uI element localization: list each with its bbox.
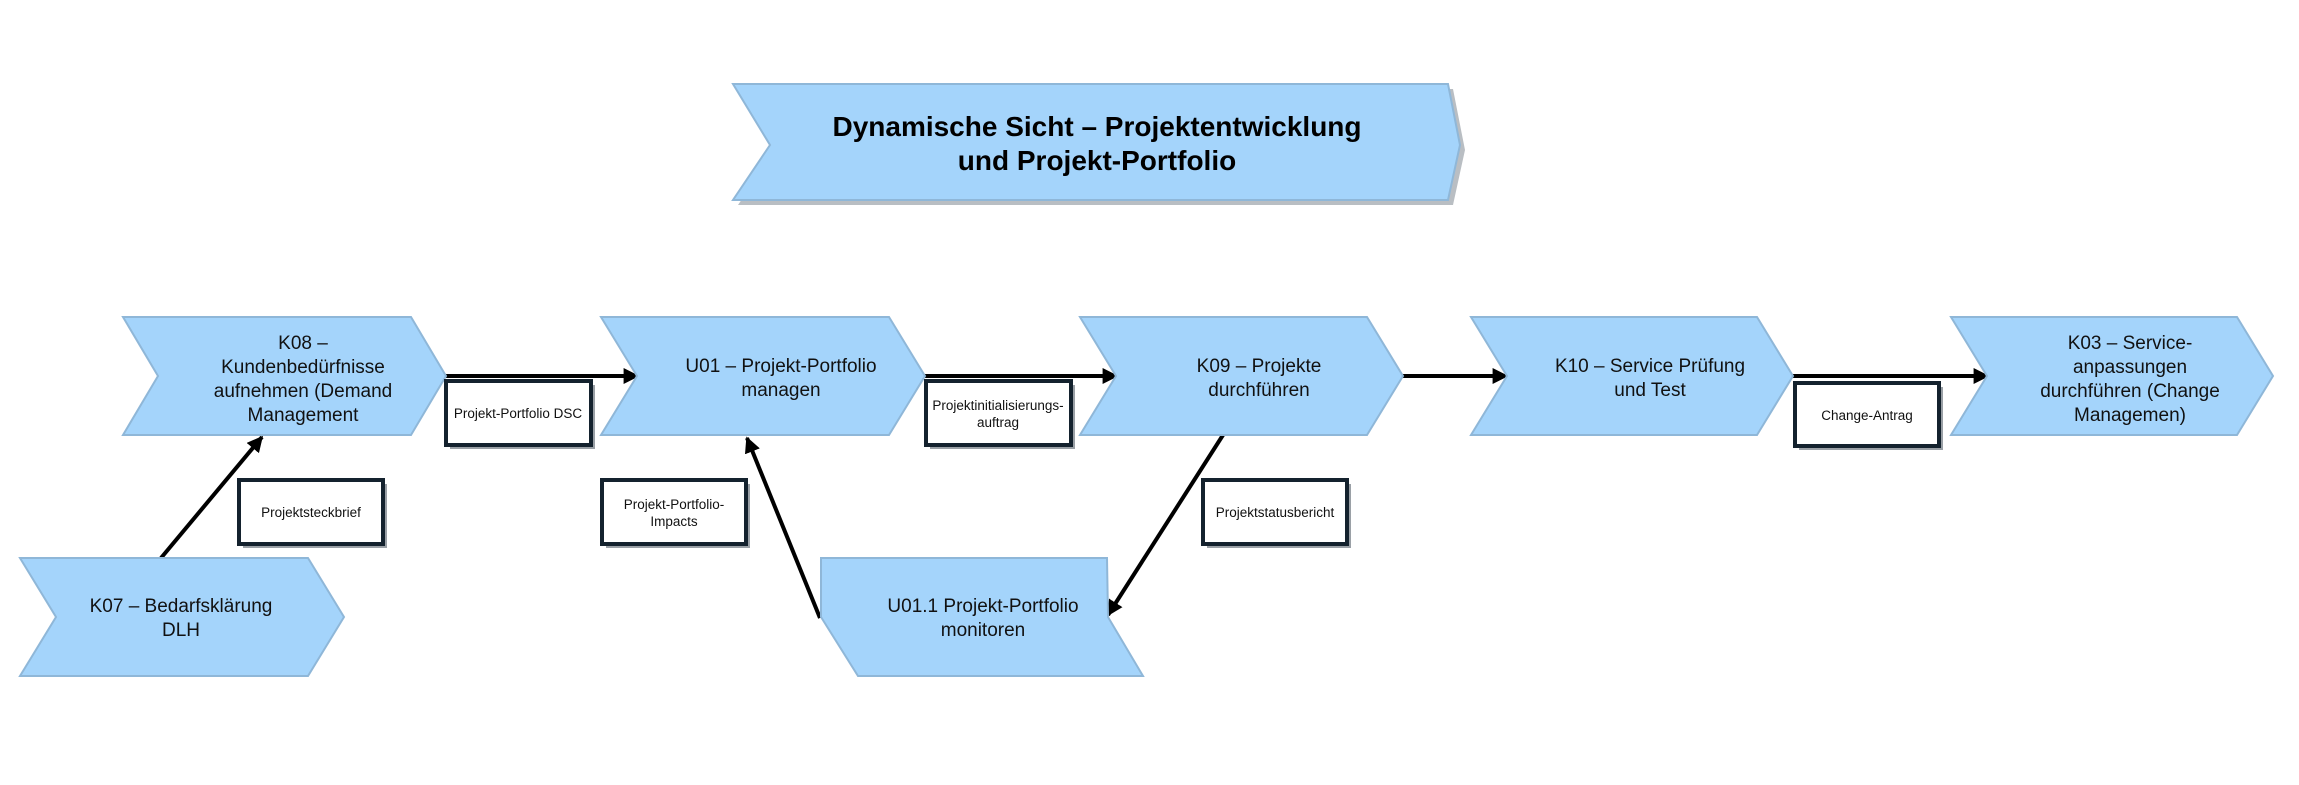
- connectors: [159, 368, 1990, 619]
- connector-k07-k08: [159, 435, 264, 560]
- document-portfolio-dsc: Projekt-Portfolio DSC: [444, 379, 595, 449]
- process-k08-line-2: Kundenbedürfnisse: [221, 357, 385, 378]
- svg-text:U01.1 Projekt-Portfolio: U01.1 Projekt-Portfolio: [887, 596, 1078, 617]
- svg-text:Managemen): Managemen): [2074, 405, 2186, 426]
- svg-text:Management: Management: [248, 405, 360, 426]
- process-u01-line-1: U01 – Projekt-Portfolio: [685, 356, 876, 377]
- svg-text:monitoren: monitoren: [941, 620, 1026, 641]
- svg-text:Dynamische Sicht – Projektentw: Dynamische Sicht – Projektentwicklung: [832, 111, 1361, 142]
- document-steckbrief-line-1: Projektsteckbrief: [261, 505, 361, 520]
- svg-text:und Test: und Test: [1614, 380, 1686, 401]
- process-k07-line-1: K07 – Bedarfsklärung: [90, 596, 273, 617]
- connector-k09-u011: [1106, 433, 1225, 617]
- document-steckbrief: Projektsteckbrief: [237, 478, 387, 548]
- process-k07: K07 – Bedarfsklärung DLH: [18, 557, 346, 677]
- svg-text:K10 – Service Prüfung: K10 – Service Prüfung: [1555, 356, 1745, 377]
- svg-text:managen: managen: [741, 380, 820, 401]
- process-k03: K03 – Service- anpassungen durchführen (…: [1949, 316, 2275, 436]
- process-k03-line-1: K03 – Service-: [2068, 333, 2193, 354]
- svg-text:durchführen: durchführen: [1208, 380, 1309, 401]
- process-k10: K10 – Service Prüfung und Test: [1469, 316, 1795, 436]
- svg-text:und Projekt-Portfolio: und Projekt-Portfolio: [958, 145, 1236, 176]
- document-impacts-line-2: Impacts: [650, 514, 698, 529]
- document-portfolio-dsc-line-1: Projekt-Portfolio DSC: [454, 406, 583, 421]
- svg-text:Change-Antrag: Change-Antrag: [1821, 408, 1913, 423]
- process-k08-line-1: K08 –: [278, 333, 328, 354]
- title-line-2: und Projekt-Portfolio: [958, 145, 1236, 176]
- document-change-antrag-line-1: Change-Antrag: [1821, 408, 1913, 423]
- process-k10-line-2: und Test: [1614, 380, 1686, 401]
- document-impacts-line-1: Projekt-Portfolio-: [624, 497, 725, 512]
- process-k09: K09 – Projekte durchführen: [1078, 316, 1405, 436]
- process-k03-line-3: durchführen (Change: [2040, 381, 2220, 402]
- title-line-1: Dynamische Sicht – Projektentwicklung: [832, 111, 1361, 142]
- svg-text:K03 – Service-: K03 – Service-: [2068, 333, 2193, 354]
- document-impacts: Projekt-Portfolio- Impacts: [600, 478, 750, 548]
- process-u011-line-2: monitoren: [941, 620, 1026, 641]
- svg-text:U01 – Projekt-Portfolio: U01 – Projekt-Portfolio: [685, 356, 876, 377]
- svg-text:auftrag: auftrag: [977, 415, 1019, 430]
- process-u01-line-2: managen: [741, 380, 820, 401]
- process-u011-line-1: U01.1 Projekt-Portfolio: [887, 596, 1078, 617]
- svg-text:durchführen (Change: durchführen (Change: [2040, 381, 2220, 402]
- process-k09-line-1: K09 – Projekte: [1197, 356, 1322, 377]
- svg-text:K08 –: K08 –: [278, 333, 328, 354]
- process-u011: U01.1 Projekt-Portfolio monitoren: [820, 557, 1145, 677]
- svg-text:K09 – Projekte: K09 – Projekte: [1197, 356, 1322, 377]
- process-k03-line-2: anpassungen: [2073, 357, 2187, 378]
- svg-text:Projekt-Portfolio-: Projekt-Portfolio-: [624, 497, 725, 512]
- process-k07-line-2: DLH: [162, 620, 200, 641]
- connector-u011-u01: [744, 436, 822, 619]
- svg-text:Projektsteckbrief: Projektsteckbrief: [261, 505, 361, 520]
- svg-text:Kundenbedürfnisse: Kundenbedürfnisse: [221, 357, 385, 378]
- document-statusbericht: Projektstatusbericht: [1201, 478, 1351, 548]
- document-initialisierung: Projektinitialisierungs- auftrag: [924, 379, 1075, 449]
- svg-text:Projekt-Portfolio DSC: Projekt-Portfolio DSC: [454, 406, 583, 421]
- document-initialisierung-line-2: auftrag: [977, 415, 1019, 430]
- svg-text:aufnehmen (Demand: aufnehmen (Demand: [214, 381, 393, 402]
- process-k10-line-1: K10 – Service Prüfung: [1555, 356, 1745, 377]
- svg-text:Projektinitialisierungs-: Projektinitialisierungs-: [932, 398, 1063, 413]
- svg-text:Impacts: Impacts: [650, 514, 698, 529]
- title-chevron: Dynamische Sicht – Projektentwicklung un…: [731, 83, 1465, 205]
- process-u01: U01 – Projekt-Portfolio managen: [599, 316, 927, 436]
- document-change-antrag: Change-Antrag: [1793, 381, 1943, 450]
- process-k09-line-2: durchführen: [1208, 380, 1309, 401]
- svg-text:K07 – Bedarfsklärung: K07 – Bedarfsklärung: [90, 596, 273, 617]
- svg-text:DLH: DLH: [162, 620, 200, 641]
- document-statusbericht-line-1: Projektstatusbericht: [1216, 505, 1335, 520]
- document-initialisierung-line-1: Projektinitialisierungs-: [932, 398, 1063, 413]
- process-k08-line-4: Management: [248, 405, 360, 426]
- process-k08-line-3: aufnehmen (Demand: [214, 381, 393, 402]
- svg-text:anpassungen: anpassungen: [2073, 357, 2187, 378]
- process-k08: K08 – Kundenbedürfnisse aufnehmen (Deman…: [121, 316, 448, 436]
- svg-text:Projektstatusbericht: Projektstatusbericht: [1216, 505, 1335, 520]
- process-k03-line-4: Managemen): [2074, 405, 2186, 426]
